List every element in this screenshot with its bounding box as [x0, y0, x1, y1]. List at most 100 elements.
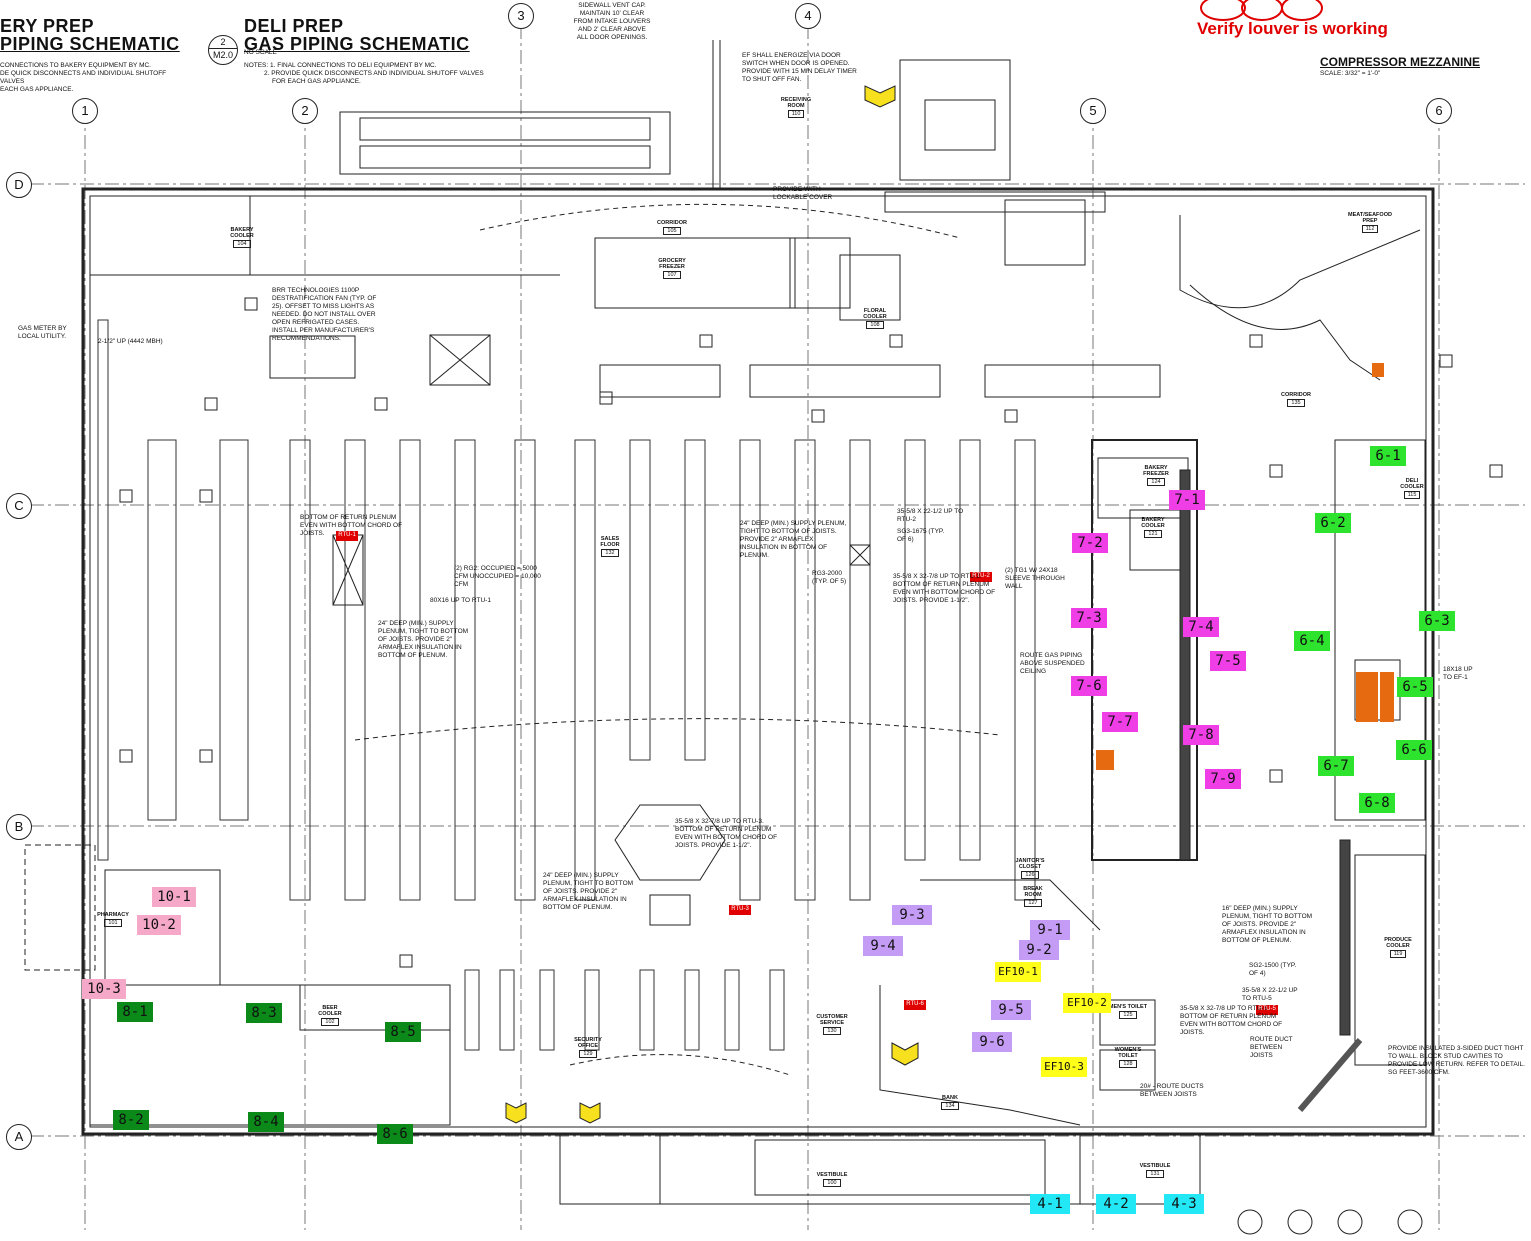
grid-column-4: 4 [795, 3, 821, 29]
note-lockable-cover: PROVIDE WITH LOCKABLE COVER [773, 186, 833, 201]
zone-tag-6-6: 6-6 [1396, 740, 1432, 760]
rtu2-label: RTU-2 [972, 573, 990, 579]
note-rg3: RG3-2000 (TYP. OF 5) [812, 570, 847, 585]
rtu2-red-marker [970, 572, 992, 582]
zone-tag-7-7: 7-7 [1102, 712, 1138, 732]
note-rtu2-return: 35-5/8 X 32-7/8 UP TO RTU-2. BOTTOM OF R… [893, 573, 996, 604]
grid-column-6: 6 [1426, 98, 1452, 124]
zone-tag-10-2: 10-2 [137, 915, 181, 935]
zone-tag-7-3: 7-3 [1071, 608, 1107, 628]
note-sg2: SG2-1500 (TYP. OF 4) [1249, 962, 1297, 977]
zone-tag-8-1: 8-1 [117, 1002, 153, 1022]
note-plenum-rtu1: BOTTOM OF RETURN PLENUM EVEN WITH BOTTOM… [300, 514, 403, 537]
zone-tag-7-4: 7-4 [1183, 617, 1219, 637]
zone-tag-10-3: 10-3 [82, 979, 126, 999]
note-18x18-ef1: 18X18 UP TO EF-1 [1443, 666, 1473, 681]
note-gas-up: 2-1/2" UP (4442 MBH) [98, 338, 163, 345]
zone-tag-9-3: 9-3 [892, 905, 932, 925]
zone-tag-7-1: 7-1 [1169, 490, 1205, 510]
zone-tag-6-7: 6-7 [1318, 756, 1354, 776]
zone-tag-8-3: 8-3 [246, 1003, 282, 1023]
zone-tag-8-4: 8-4 [248, 1112, 284, 1132]
note-route-duct: ROUTE DUCT BETWEEN JOISTS [1250, 1036, 1293, 1059]
grid-column-3: 3 [508, 3, 534, 29]
rtu5-label: RTU-5 [1258, 1006, 1276, 1012]
compressor-mezzanine-scale: SCALE: 3/32" = 1'-0" [1320, 70, 1381, 77]
grid-column-5: 5 [1080, 98, 1106, 124]
grid-column-2: 2 [292, 98, 318, 124]
zone-tag-6-1: 6-1 [1370, 446, 1406, 466]
note-twenty-route: 20# - ROUTE DUCTS BETWEEN JOISTS [1140, 1083, 1204, 1098]
rtu6-label: RTU-6 [906, 1001, 924, 1007]
note-rtu3: 35-5/8 X 32-7/8 UP TO RTU-3. BOTTOM OF R… [675, 818, 778, 849]
note-ef-energize: EF SHALL ENERGIZE VIA DOOR SWITCH WHEN D… [742, 52, 857, 83]
zone-tag-7-6: 7-6 [1071, 676, 1107, 696]
zone-tag-7-5: 7-5 [1210, 651, 1246, 671]
note-sleeve-bakery: (2) TG1 W/ 24X18 SLEEVE THROUGH WALL [1005, 567, 1065, 590]
zone-tag-6-4: 6-4 [1294, 631, 1330, 651]
note-sg3: SG3-1675 (TYP. OF 6) [897, 528, 945, 543]
zone-tag-ef10-2: EF10-2 [1063, 993, 1111, 1013]
zone-tag-9-1: 9-1 [1030, 920, 1070, 940]
zone-tag-8-2: 8-2 [113, 1110, 149, 1130]
rtu3-red-marker [729, 905, 751, 915]
note-route-gas: ROUTE GAS PIPING ABOVE SUSPENDED CEILING [1020, 652, 1085, 675]
note-supply-plenum-rtu3: 24" DEEP (MIN.) SUPPLY PLENUM, TIGHT TO … [543, 872, 634, 911]
note-rtu2-up: 35-5/8 X 22-1/2 UP TO RTU-2 [897, 508, 964, 523]
zone-tag-ef10-1: EF10-1 [995, 962, 1041, 982]
grid-row-c: C [6, 493, 32, 519]
zone-tag-4-2: 4-2 [1096, 1194, 1136, 1214]
note-destrat-fan: BRR TECHNOLOGIES 1100P DESTRATIFICATION … [272, 287, 377, 342]
deli-schematic-title: DELI PREP GAS PIPING SCHEMATIC [244, 16, 470, 54]
zone-tag-6-3: 6-3 [1419, 611, 1455, 631]
zone-tag-8-5: 8-5 [385, 1022, 421, 1042]
zone-tag-6-5: 6-5 [1397, 677, 1433, 697]
zone-tag-9-2: 9-2 [1019, 940, 1059, 960]
deli-detail-bubble: 2 M2.0 [208, 35, 238, 65]
bakery-schematic-notes: CONNECTIONS TO BAKERY EQUIPMENT BY MC. D… [0, 62, 167, 93]
zone-tag-7-8: 7-8 [1183, 725, 1219, 745]
note-rtu5: 35-5/8 X 22-1/2 UP TO RTU-5 [1242, 987, 1298, 1002]
zone-tag-10-1: 10-1 [152, 887, 196, 907]
zone-tag-8-6: 8-6 [377, 1124, 413, 1144]
note-up-rtu1: 80X16 UP TO RTU-1 [430, 597, 491, 604]
note-sidewall-vent: SIDEWALL VENT CAP. MAINTAIN 10' CLEAR FR… [573, 2, 651, 41]
note-insulated-duct: PROVIDE INSULATED 3-SIDED DUCT TIGHT TO … [1388, 1045, 1525, 1076]
zone-tag-9-5: 9-5 [991, 1000, 1031, 1020]
zone-tag-7-2: 7-2 [1072, 533, 1108, 553]
zone-tag-6-2: 6-2 [1315, 513, 1351, 533]
note-supply-plenum-rtu1: 24" DEEP (MIN.) SUPPLY PLENUM, TIGHT TO … [378, 620, 469, 659]
compressor-mezzanine-title: COMPRESSOR MEZZANINE [1320, 55, 1481, 69]
rtu1-red-marker [336, 531, 358, 541]
rtu3-label: RTU-3 [731, 906, 749, 912]
rtu6-red-marker [904, 1000, 926, 1010]
note-supply-plenum-16: 16" DEEP (MIN.) SUPPLY PLENUM, TIGHT TO … [1222, 905, 1313, 944]
note-gas-meter: GAS METER BY LOCAL UTILITY. [18, 325, 67, 340]
grid-row-d: D [6, 172, 32, 198]
note-rg2: (2) RG2: OCCUPIED = 5000 CFM UNOCCUPIED … [454, 565, 541, 588]
verify-louver-note: Verify louver is working [1197, 19, 1388, 38]
rtu5-red-marker [1256, 1005, 1278, 1015]
zone-tag-4-1: 4-1 [1030, 1194, 1070, 1214]
grid-row-b: B [6, 814, 32, 840]
